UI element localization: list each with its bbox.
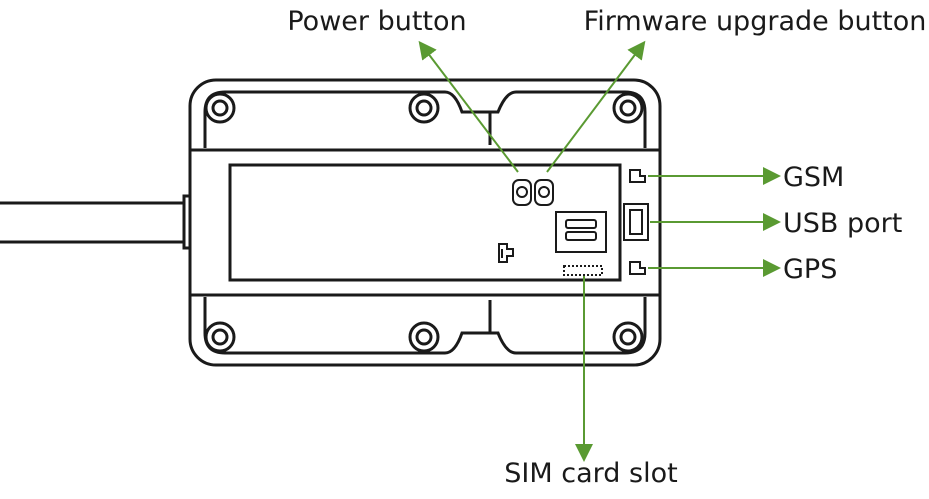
firmware-upgrade-button-label: Firmware upgrade button <box>584 6 927 37</box>
firmware-button-icon <box>534 179 554 206</box>
sim-card-slot-label: SIM card slot <box>504 458 677 489</box>
power-button-arrow <box>418 40 519 173</box>
firmware-button-arrow <box>546 40 646 173</box>
screw-top-middle <box>408 92 440 124</box>
screw-bottom-left <box>204 321 236 353</box>
screw-bottom-middle <box>408 321 440 353</box>
cable <box>0 194 196 250</box>
usb-port-label: USB port <box>783 208 902 239</box>
power-button-icon <box>512 179 532 206</box>
callout-arrows <box>418 40 781 462</box>
led-icon <box>498 243 514 263</box>
screw-top-right <box>612 92 644 124</box>
gsm-connector-icon <box>629 169 646 183</box>
gps-connector-icon <box>629 261 646 275</box>
usb-port-icon <box>623 203 649 241</box>
screws <box>204 92 644 353</box>
device-body <box>188 78 662 367</box>
gps-label: GPS <box>783 254 837 285</box>
screw-top-left <box>204 92 236 124</box>
screw-bottom-right <box>612 321 644 353</box>
sim-card-slot-icon <box>555 211 607 276</box>
gsm-label: GSM <box>783 162 844 193</box>
power-button-label: Power button <box>287 6 466 37</box>
